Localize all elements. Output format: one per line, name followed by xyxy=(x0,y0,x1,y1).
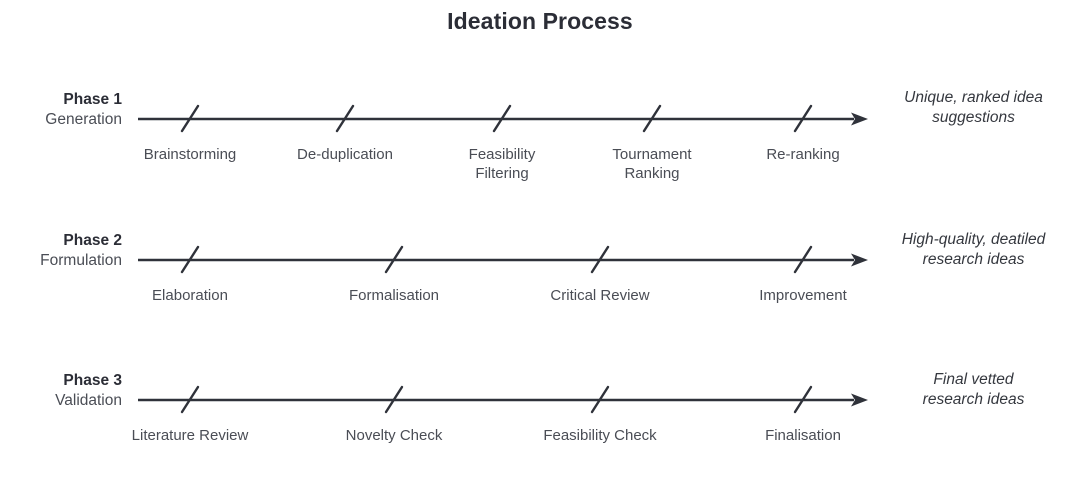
phase-label: Phase 1 Generation xyxy=(0,90,122,130)
step-label: Elaboration xyxy=(152,287,228,304)
step-tick-icon xyxy=(384,245,404,274)
step-label: Finalisation xyxy=(765,427,841,444)
step-label: Feasibility Check xyxy=(543,427,657,444)
step-tick-icon xyxy=(180,245,200,274)
phase-axis xyxy=(138,104,868,133)
step-tick-icon xyxy=(793,245,813,274)
step-tick-icon xyxy=(180,385,200,414)
phase-name: Phase 1 xyxy=(63,91,122,108)
phase-label: Phase 3 Validation xyxy=(0,371,122,411)
step-label: Feasibility Filtering xyxy=(468,146,536,183)
axis-arrowhead-icon xyxy=(851,253,868,267)
step-tick-icon xyxy=(590,245,610,274)
step-label: Literature Review xyxy=(131,427,249,444)
phase-subtitle: Generation xyxy=(45,110,122,128)
phase-axis xyxy=(138,385,868,414)
step-tick-icon xyxy=(793,104,813,133)
step-label: Formalisation xyxy=(348,287,440,304)
step-tick-icon xyxy=(335,104,355,133)
axis-arrowhead-icon xyxy=(851,112,868,126)
phase-outcome: High-quality, deatiled research ideas xyxy=(901,231,1046,269)
step-label: Brainstorming xyxy=(143,146,237,163)
phase-outcome: Unique, ranked idea suggestions xyxy=(904,89,1043,127)
phase-axis xyxy=(138,245,868,274)
step-label: De-duplication xyxy=(297,146,393,163)
phase-subtitle: Formulation xyxy=(40,251,122,269)
step-tick-icon xyxy=(384,385,404,414)
axis-arrowhead-icon xyxy=(851,393,868,407)
page-title: Ideation Process xyxy=(447,8,633,34)
phase-label: Phase 2 Formulation xyxy=(0,231,122,271)
step-label: Re-ranking xyxy=(766,146,840,163)
phase-name: Phase 3 xyxy=(63,372,122,389)
step-label: Improvement xyxy=(759,287,847,304)
step-label: Tournament Ranking xyxy=(612,146,692,183)
step-tick-icon xyxy=(793,385,813,414)
phase-name: Phase 2 xyxy=(63,232,122,249)
phase-subtitle: Validation xyxy=(55,391,122,409)
step-tick-icon xyxy=(642,104,662,133)
step-tick-icon xyxy=(492,104,512,133)
phase-outcome: Final vetted research ideas xyxy=(922,371,1025,409)
step-label: Novelty Check xyxy=(345,427,443,444)
step-tick-icon xyxy=(590,385,610,414)
step-label: Critical Review xyxy=(550,287,650,304)
step-tick-icon xyxy=(180,104,200,133)
